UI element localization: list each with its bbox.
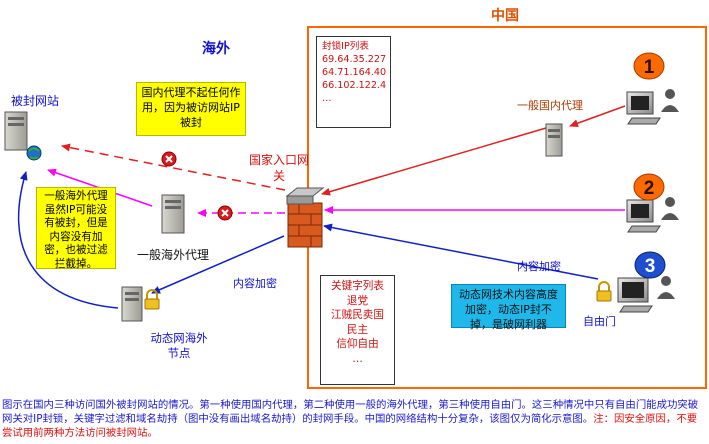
freegate-label: 自由门 [583,315,616,328]
caption-warning: 注：因安全原因，不要尝试用前两种方法访问被封网站。 [2,413,698,439]
badge-2-text: 2 [644,178,655,199]
domestic-proxy-label: 一般国内代理 [517,99,583,112]
keyword-item: 江贼民卖国 [331,309,384,321]
ip-list-item: 64.71.164.40 [322,67,387,78]
dynamic-node-server-icon [121,286,143,322]
lock-icon-node [144,289,160,310]
keyword-item: … [352,352,363,365]
overseas-region-label: 海外 [202,41,230,57]
badge-3-text: 3 [645,256,656,277]
line-user3-to-gateway [323,223,599,280]
ip-list-title: 封锁IP列表 [322,41,369,52]
line-gateway-to-node [151,235,285,294]
dynamic-node-label: 动态网海外节点 [150,331,208,360]
china-region-label: 中国 [491,8,519,24]
gateway-firewall-icon [285,187,325,248]
overseas-proxy-note: 一般海外代理虽然IP可能没有被封，但是内容没有加密，也被过滤拦截掉。 [36,187,116,270]
content-encrypt-right-label: 内容加密 [517,260,561,273]
keyword-item: 退党 [346,294,369,307]
overseas-proxy-label: 一般海外代理 [137,248,210,262]
figure-caption: 图示在国内三种访问国外被封网站的情况。第一种使用国内代理，第二种使用一般的海外代… [2,398,707,440]
content-encrypt-left-label: 内容加密 [233,277,277,290]
line-proxy-to-gateway [321,127,547,196]
block-icon-domestic [161,151,177,167]
badge-1: 1 [633,52,665,80]
freegate-note: 动态网技术内容高度加密，动态IP封不掉，是破网利器 [451,284,566,331]
ip-list-item: … [322,93,332,104]
keyword-item: 民主 [346,323,369,336]
keyword-item: 信仰自由 [336,338,379,350]
badge-2: 2 [633,173,665,201]
caption-main: 图示在国内三种访问国外被封网站的情况。第一种使用国内代理，第二种使用一般的海外代… [2,399,699,425]
lock-icon-user [596,281,612,302]
blocked-site-label: 被封网站 [11,94,60,108]
line-node-to-site [17,171,119,309]
keyword-list-title: 关键字列表 [331,280,384,292]
gateway-label: 国家入口网关 [248,153,309,183]
block-icon-overseas [217,205,233,221]
domestic-proxy-note: 国内代理不起任何作用，因为被访网站IP被封 [136,82,246,136]
line-user1-to-proxy [569,105,626,128]
ip-list-item: 69.64.35.227 [322,54,387,65]
line-gateway-to-site-red [61,143,286,191]
overseas-proxy-server-icon [161,194,185,234]
user-computer-icon-1 [626,89,679,125]
badge-3: 3 [634,251,666,279]
ip-list-item: 66.102.122.4 [322,80,387,91]
ip-list-box: 封锁IP列表 69.64.35.227 64.71.164.40 66.102.… [316,36,391,128]
user-computer-icon-2 [626,197,679,233]
blocked-site-server-icon [4,111,42,161]
user-computer-icon-3 [617,276,675,313]
keyword-list-box: 关键字列表 退党 江贼民卖国 民主 信仰自由 … [320,275,395,385]
domestic-proxy-server-icon [545,123,563,157]
badge-1-text: 1 [644,57,655,78]
